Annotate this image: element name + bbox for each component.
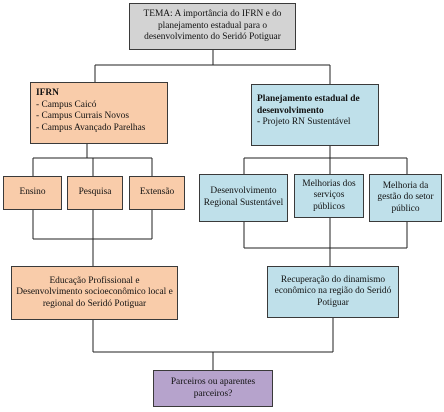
pesquisa-box: Pesquisa — [67, 176, 123, 210]
pesquisa-label: Pesquisa — [78, 187, 112, 198]
parceiros-text: Parceiros ou aparentes parceiros? — [170, 376, 256, 399]
educacao-box: Educação Profissional e Desenvolvimento … — [11, 266, 178, 320]
planejamento-title: Planejamento estadual de desenvolvimento — [257, 94, 360, 116]
extensao-box: Extensão — [129, 176, 185, 210]
desenvolvimento-regional-label: Desenvolvimento Regional Sustentável — [203, 186, 284, 208]
melhorias-servicos-label: Melhorias dos serviços públicos — [302, 178, 356, 212]
ifrn-title: IFRN — [36, 88, 59, 98]
melhorias-servicos-box: Melhorias dos serviços públicos — [294, 174, 364, 218]
ifrn-item: - Campus Currais Novos — [36, 111, 129, 122]
extensao-label: Extensão — [139, 187, 175, 198]
planejamento-box: Planejamento estadual de desenvolvimento… — [251, 84, 379, 146]
recuperacao-text: Recuperação do dinamismo econômico na re… — [274, 274, 392, 308]
ensino-box: Ensino — [3, 176, 62, 210]
planejamento-item: - Projeto RN Sustentável — [257, 117, 351, 128]
ifrn-item: - Campus Caicó — [36, 99, 97, 110]
melhoria-gestao-box: Melhoria da gestão do setor público — [369, 174, 442, 222]
ifrn-item: - Campus Avançado Parelhas — [36, 122, 146, 133]
recuperacao-box: Recuperação do dinamismo econômico na re… — [267, 266, 399, 318]
desenvolvimento-regional-box: Desenvolvimento Regional Sustentável — [199, 174, 288, 222]
melhoria-gestao-label: Melhoria da gestão do setor público — [377, 180, 434, 214]
ensino-label: Ensino — [19, 187, 46, 198]
theme-text: TEMA: A importância do IFRN e do planeja… — [143, 9, 282, 43]
theme-box: TEMA: A importância do IFRN e do planeja… — [129, 3, 296, 50]
ifrn-box: IFRN - Campus Caicó - Campus Currais Nov… — [30, 82, 168, 144]
educacao-text: Educação Profissional e Desenvolvimento … — [16, 275, 173, 309]
parceiros-box: Parceiros ou aparentes parceiros? — [153, 370, 273, 407]
